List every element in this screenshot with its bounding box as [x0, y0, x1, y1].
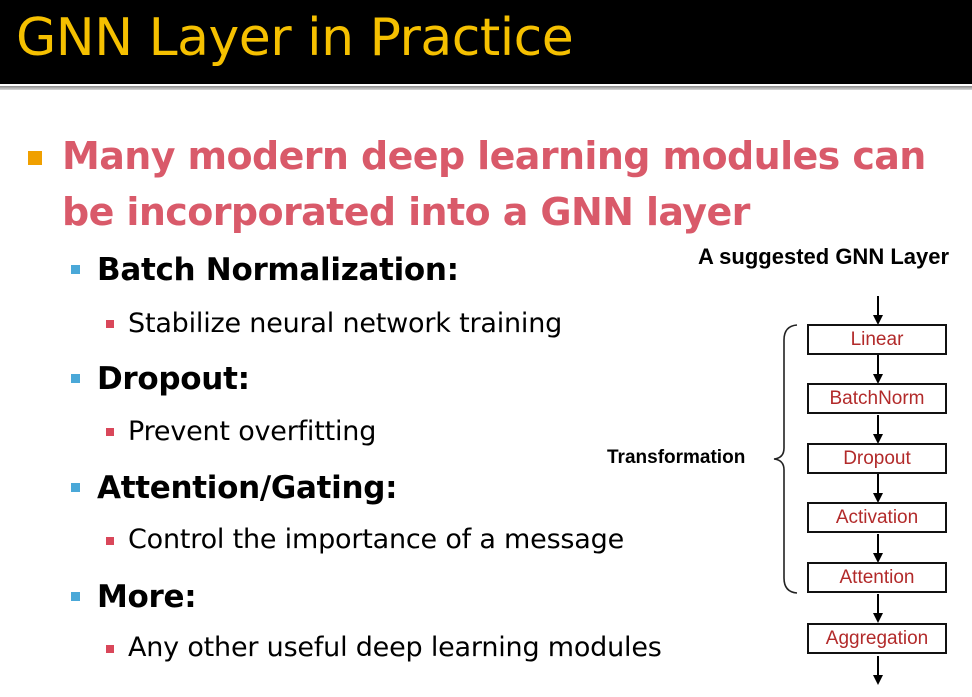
transformation-label: Transformation	[607, 447, 746, 468]
layer-box-batchnorm: BatchNorm	[807, 383, 947, 414]
slide-title: GNN Layer in Practice	[16, 8, 574, 68]
layer-box-attention: Attention	[807, 562, 947, 593]
sub-bullet-icon	[71, 374, 80, 383]
title-bar: GNN Layer in Practice	[0, 0, 972, 84]
sub-bullet-icon	[71, 592, 80, 601]
main-point-text: Many modern deep learning modules can be…	[62, 134, 926, 234]
detail-bullet-icon	[106, 537, 114, 545]
detail-bullet-icon	[106, 320, 114, 328]
item-title-batchnorm: Batch Normalization:	[97, 252, 459, 288]
sub-bullet-icon	[71, 483, 80, 492]
detail-bullet-icon	[106, 428, 114, 436]
item-detail-more: Any other useful deep learning modules	[128, 632, 662, 663]
diagram-title: A suggested GNN Layer	[698, 244, 950, 269]
main-bullet-icon	[28, 151, 42, 165]
sub-bullet-icon	[71, 265, 80, 274]
layer-box-activation: Activation	[807, 502, 947, 533]
transformation-brace	[773, 324, 798, 594]
item-detail-dropout: Prevent overfitting	[128, 416, 377, 447]
layer-box-linear: Linear	[807, 324, 947, 355]
layer-box-aggregation: Aggregation	[807, 623, 947, 654]
item-title-dropout: Dropout:	[97, 361, 250, 397]
item-title-more: More:	[97, 579, 197, 615]
item-detail-batchnorm: Stabilize neural network training	[128, 308, 563, 339]
detail-bullet-icon	[106, 645, 114, 653]
item-detail-attention: Control the importance of a message	[128, 524, 624, 555]
item-title-attention: Attention/Gating:	[97, 470, 398, 506]
layer-box-dropout: Dropout	[807, 443, 947, 474]
title-divider	[0, 86, 972, 90]
